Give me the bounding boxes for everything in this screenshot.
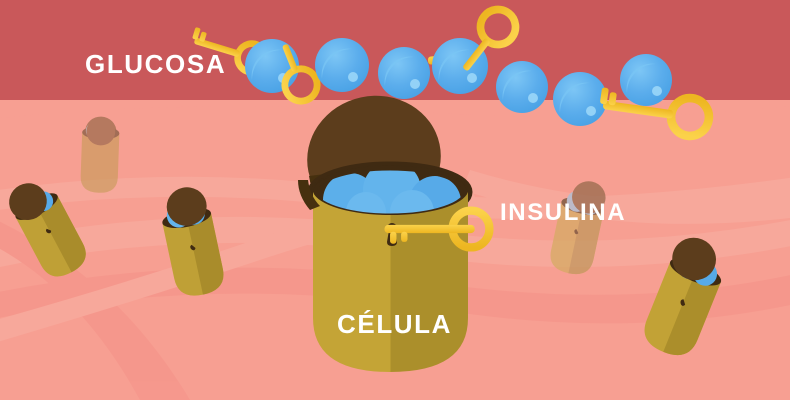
glucose-sphere-5 <box>496 61 548 113</box>
glucose-sphere-2 <box>315 38 369 92</box>
label-insulina: INSULINA <box>500 199 626 226</box>
glucose-sphere-6 <box>553 72 607 126</box>
glucose-sphere-3 <box>378 47 430 99</box>
bg-cell-5 <box>644 237 722 355</box>
glucose-sphere-7 <box>620 54 672 106</box>
key-chain-right-icon <box>600 87 714 141</box>
main-cell-jar <box>298 95 494 372</box>
glucose-sphere-4 <box>432 38 488 94</box>
cell-body <box>313 192 468 372</box>
key-chain-upper-icon <box>463 5 520 71</box>
bg-cell-2 <box>9 183 86 277</box>
bg-cell-4 <box>550 181 606 275</box>
cell-mouth-inner-shadow <box>314 165 466 186</box>
bg-cell-3 <box>162 187 224 296</box>
bg-cell-1 <box>80 116 120 193</box>
cell-lid-front-edge <box>298 180 320 210</box>
key-chain-mid-icon <box>281 44 321 105</box>
label-glucosa: GLUCOSA <box>85 49 226 79</box>
key-cell-lock-icon[interactable] <box>384 206 494 252</box>
label-celula: CÉLULA <box>337 309 452 339</box>
